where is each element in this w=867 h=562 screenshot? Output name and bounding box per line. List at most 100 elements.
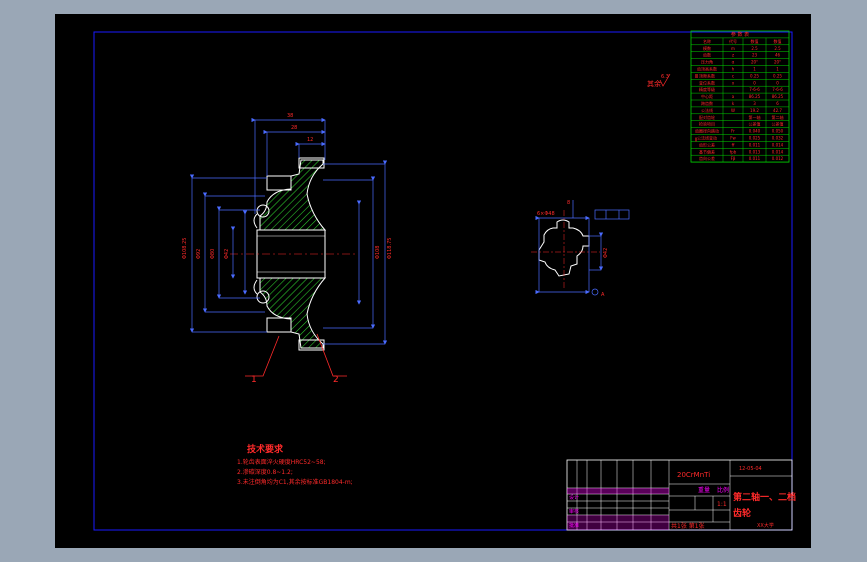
param-table-cell: 跨齿数: [701, 100, 713, 106]
param-table-cell: 3: [753, 101, 756, 106]
param-table-cell: 0: [776, 80, 779, 85]
param-table-cell: 配对齿轮: [699, 114, 715, 120]
svg-text:12: 12: [307, 137, 313, 143]
param-table-cell: c: [732, 73, 734, 78]
param-table-cell: 0.25: [750, 73, 759, 78]
param-table-cell: α: [732, 60, 735, 65]
param-table-cell: 公法线: [701, 107, 713, 113]
param-table-cell: fpb: [730, 149, 737, 154]
param-table-cell: 7-6-6: [772, 87, 783, 92]
param-table-cell: h: [732, 67, 735, 72]
param-table-cell: 第二轴: [772, 114, 784, 120]
param-table-cell: 公法线变动: [697, 135, 717, 141]
svg-text:8: 8: [567, 200, 570, 206]
param-table-cell: 0: [753, 80, 756, 85]
svg-text:Φ118.75: Φ118.75: [387, 238, 393, 259]
param-table-cell: 42.7: [773, 108, 782, 113]
date-text: 12-05-04: [739, 466, 762, 472]
spline-profile: [538, 219, 590, 277]
param-table-cell: 齿数: [703, 52, 711, 58]
gear-hatch-upper: [259, 159, 327, 231]
param-table-cell: 86.25: [772, 94, 784, 99]
param-table-cell: z: [732, 53, 734, 58]
param-table-cell: 齿圈径向跳动: [695, 128, 719, 134]
material-text: 20CrMnTi: [677, 471, 710, 479]
param-table-header: 名称: [703, 38, 711, 44]
param-table-cell: 变位系数: [699, 79, 715, 85]
scale-value: 1:1: [717, 501, 727, 508]
param-table-cell: 19.2: [750, 108, 759, 113]
param-table-cell: 0.25: [773, 73, 782, 78]
title-block: 20CrMnTi 12-05-04 第二轴一、二档 齿轮 比例 1:1 重量 设…: [566, 459, 796, 531]
param-table-cell: 2.5: [774, 46, 781, 51]
param-table-cell: 模数: [703, 45, 711, 51]
scale-label: 比例: [717, 486, 729, 494]
param-table-cell: ff: [732, 142, 735, 147]
svg-text:Φ92: Φ92: [196, 249, 202, 259]
tech-req-line-2: 2.渗碳深度0.8~1.2;: [237, 468, 293, 476]
part-name-text: 第二轴一、二档: [733, 491, 796, 503]
gear-tooth-bottom: [298, 339, 325, 351]
param-table-cell: x: [732, 80, 735, 85]
param-table-cell: Fr: [731, 129, 735, 134]
param-table-cell: 第一轴: [749, 114, 761, 120]
section-dimensions: [189, 117, 388, 345]
technical-requirements: 技术要求 1.轮齿表面淬火硬度HRC52~58; 2.渗碳深度0.8~1.2; …: [237, 443, 353, 486]
drawing-canvas: Φ108.25 Φ92 Φ80 Φ42 Φ118.75 Φ108 38 28 1…: [93, 30, 796, 531]
svg-text:Φ42: Φ42: [224, 249, 230, 259]
param-table-cell: 0.025: [749, 136, 761, 141]
param-table-cell: 基节偏差: [699, 148, 715, 154]
param-table-header: 数值: [751, 38, 759, 44]
svg-text:Φ108: Φ108: [375, 246, 381, 259]
param-table-cell: 0.013: [749, 149, 761, 154]
tech-req-line-1: 1.轮齿表面淬火硬度HRC52~58;: [237, 458, 326, 466]
section-dim-texts: Φ108.25 Φ92 Φ80 Φ42 Φ118.75 Φ108 38 28 1…: [182, 113, 393, 259]
svg-text:Φ42: Φ42: [603, 248, 609, 258]
spline-dimensions: [535, 200, 630, 296]
param-table-cell: W: [731, 108, 735, 113]
approve-label: 批准: [569, 522, 579, 529]
param-table-cell: 7-6-6: [749, 87, 760, 92]
param-table-cell: 0.040: [749, 129, 761, 134]
tech-req-title: 技术要求: [247, 443, 284, 455]
org-text: XX大学: [757, 522, 774, 529]
spline-dim-texts: 6×Φ48 8 Φ42 A: [537, 200, 609, 298]
drawing-frame: [93, 31, 793, 531]
sheet-label: 共1张 第1张: [671, 522, 705, 530]
svg-text:Φ80: Φ80: [210, 249, 216, 259]
param-table-cell: 0.014: [772, 142, 784, 147]
svg-text:其余: 其余: [647, 79, 661, 88]
param-table-cell: 检验项目: [699, 121, 715, 127]
leader-label-1: 1: [251, 375, 257, 385]
param-table-cell: 0.012: [772, 156, 784, 161]
param-table-cell: 0.011: [749, 156, 761, 161]
param-table-cell: 公差值: [772, 121, 784, 127]
svg-text:28: 28: [291, 125, 297, 131]
param-table-cell: 1: [776, 67, 779, 72]
svg-text:Φ108.25: Φ108.25: [182, 238, 188, 259]
param-table-cell: k: [732, 101, 735, 106]
param-table-cell: 0.011: [749, 142, 761, 147]
param-table-header: 代号: [729, 38, 737, 44]
param-table-cell: 20°: [751, 60, 758, 65]
param-table-cell: 中心距: [701, 93, 713, 99]
roughness-note: 其余 6.3: [647, 73, 671, 88]
part-leaders: 1 2: [245, 333, 347, 385]
param-table-cell: 精度等级: [699, 86, 715, 92]
param-table-cell: 0.050: [772, 129, 784, 134]
param-table-cell: Fβ: [731, 156, 736, 161]
cad-viewport[interactable]: Φ108.25 Φ92 Φ80 Φ42 Φ118.75 Φ108 38 28 1…: [55, 14, 811, 548]
part-name-2-text: 齿轮: [733, 507, 751, 519]
weight-label: 重量: [698, 486, 710, 494]
param-group-label: Ⅱ: [695, 137, 697, 143]
param-table-cell: 23: [752, 53, 758, 58]
param-table-cell: 6: [776, 101, 779, 106]
param-table-cell: 46: [775, 53, 781, 58]
param-side-label: Ⅲ: [695, 74, 698, 80]
checker-label: 审核: [569, 508, 579, 515]
svg-text:38: 38: [287, 113, 293, 119]
param-table-cell: 1: [753, 67, 756, 72]
param-table-cell: 齿顶高系数: [697, 66, 717, 72]
param-table-cell: 0.014: [772, 149, 784, 154]
